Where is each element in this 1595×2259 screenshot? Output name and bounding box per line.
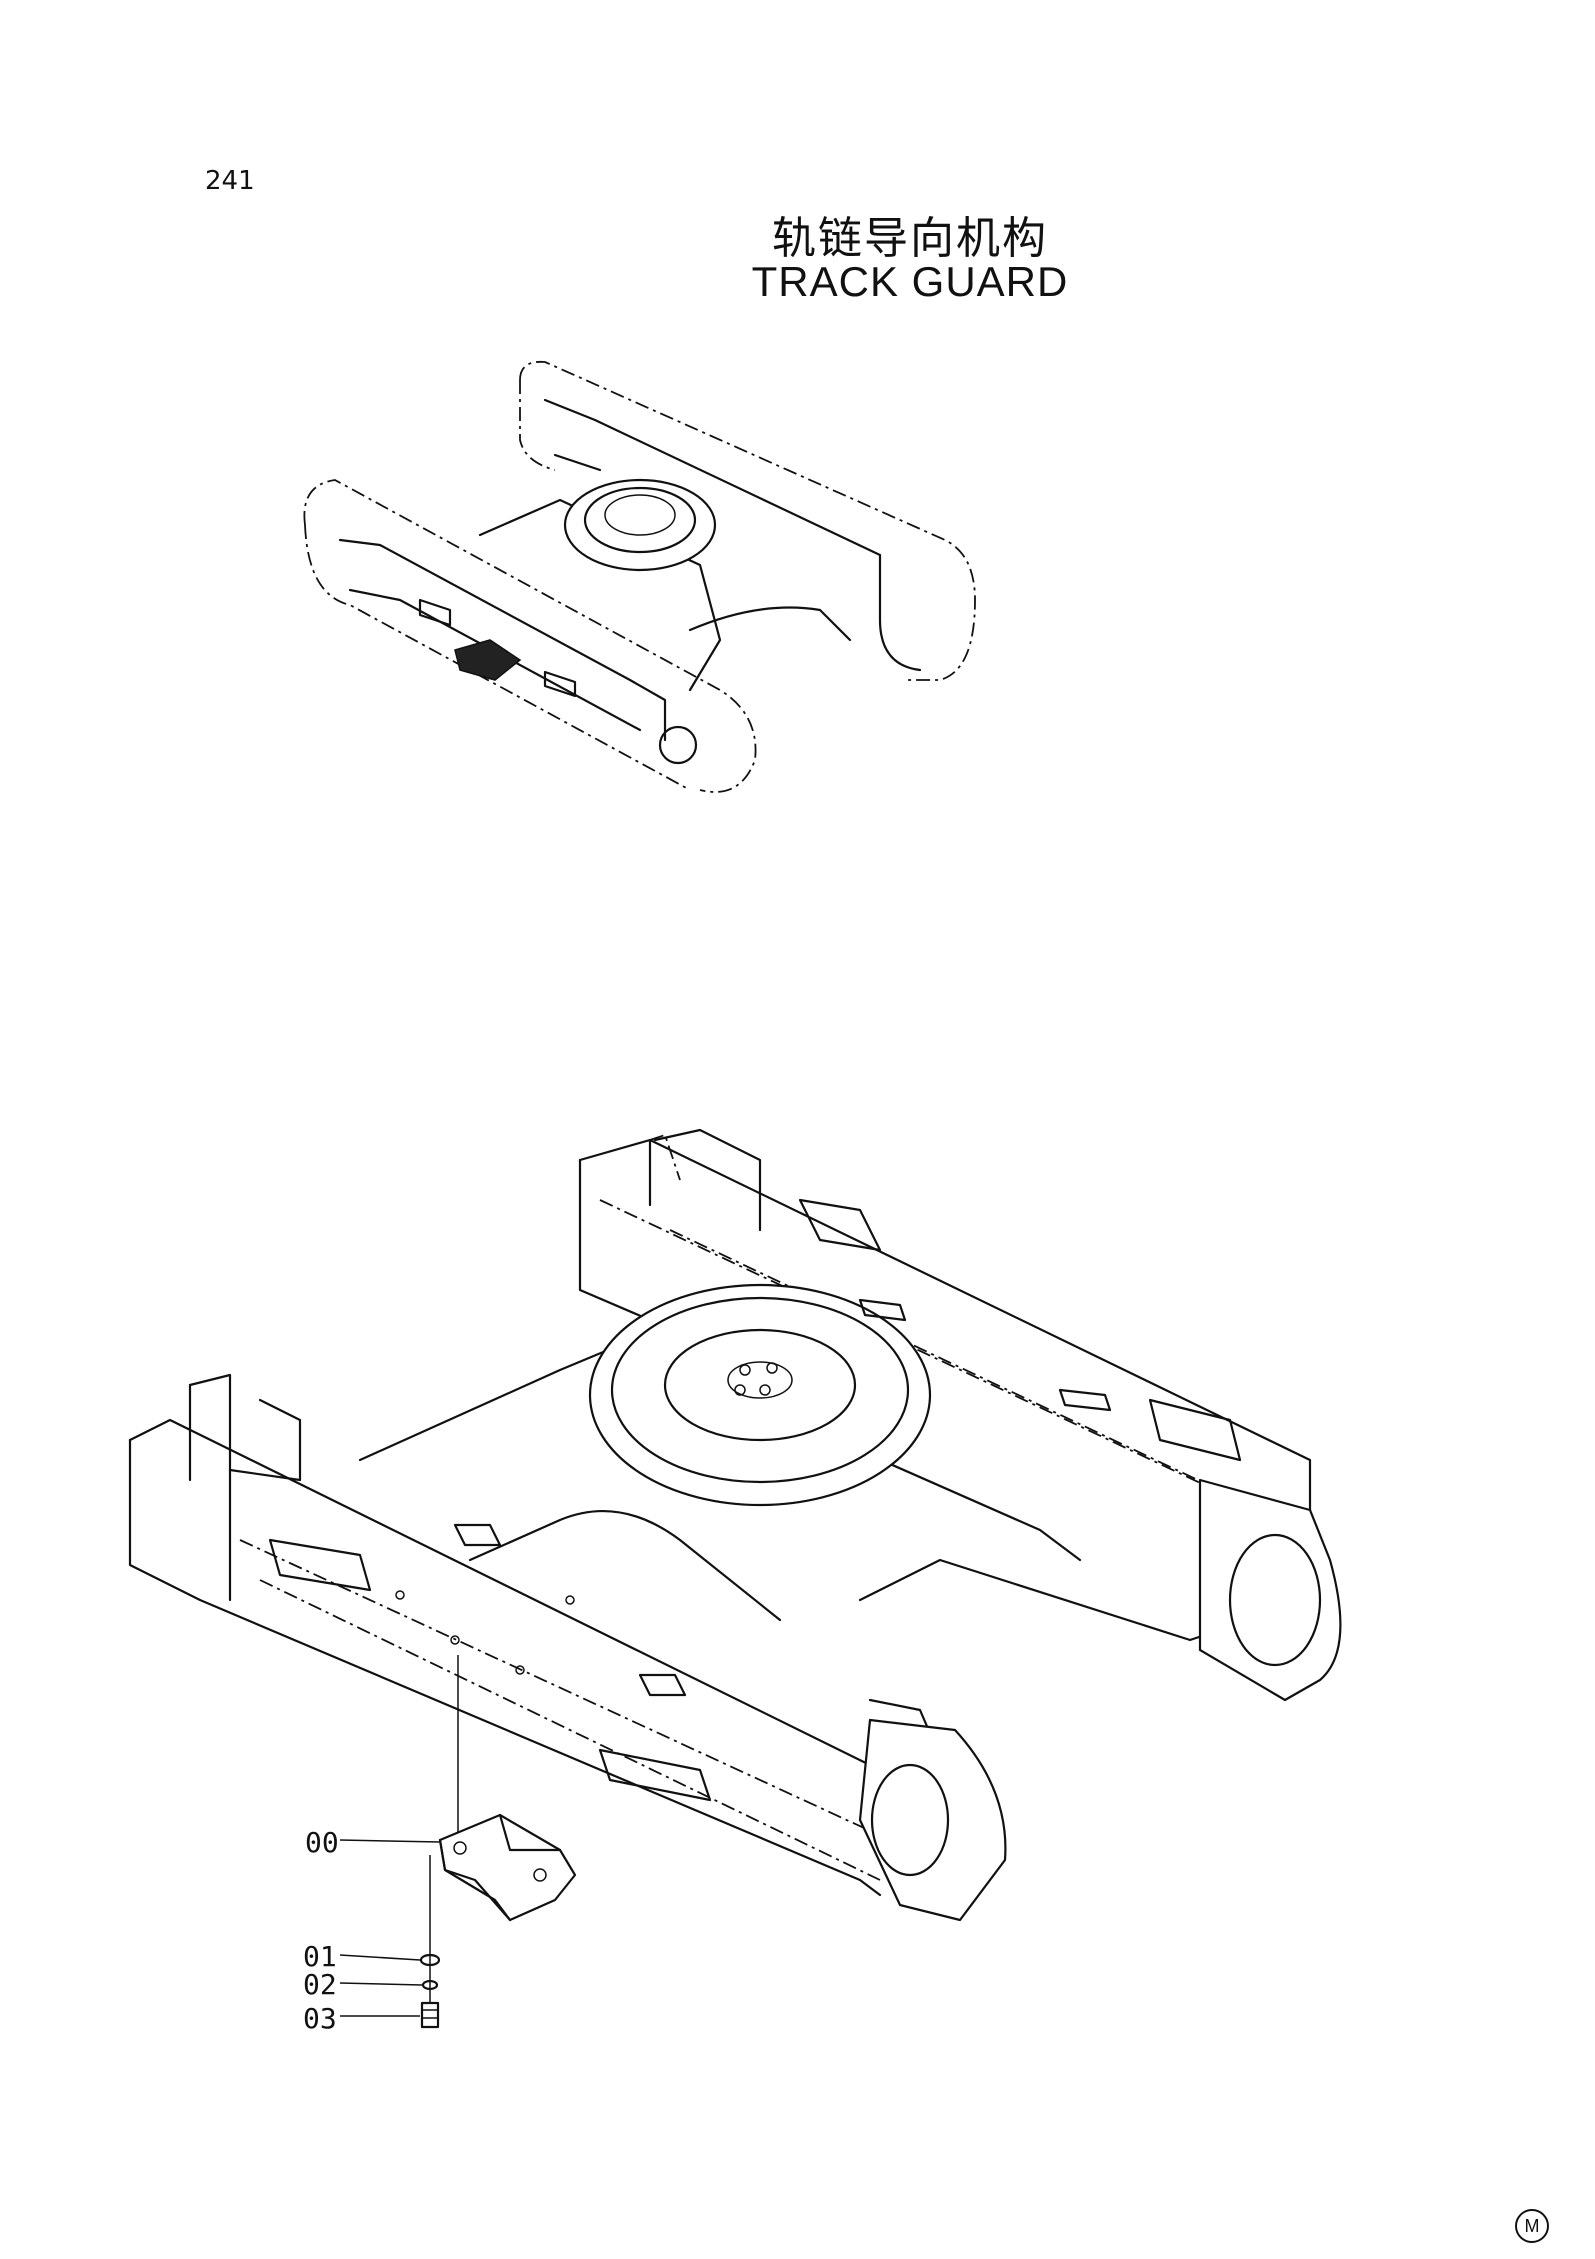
spring-washer-icon	[421, 1979, 439, 1991]
track-guard-parts	[339, 1655, 577, 2029]
bolt-icon	[420, 2001, 440, 2029]
callout-00: 00	[305, 1826, 339, 1859]
page-number: 241	[205, 166, 255, 196]
overview-undercarriage	[303, 360, 976, 793]
manufacturer-mark: M	[1515, 2209, 1549, 2243]
callout-03: 03	[303, 2002, 337, 2035]
callout-02: 02	[303, 1968, 337, 2001]
track-guard	[438, 1813, 577, 1922]
page-title: TRACK GUARD	[751, 258, 1069, 305]
lower-frame	[128, 1128, 1342, 1922]
page-title-chinese: 轨链导向机构	[772, 213, 1048, 264]
callout-01: 01	[303, 1940, 337, 1973]
washer-icon	[419, 1953, 441, 1967]
